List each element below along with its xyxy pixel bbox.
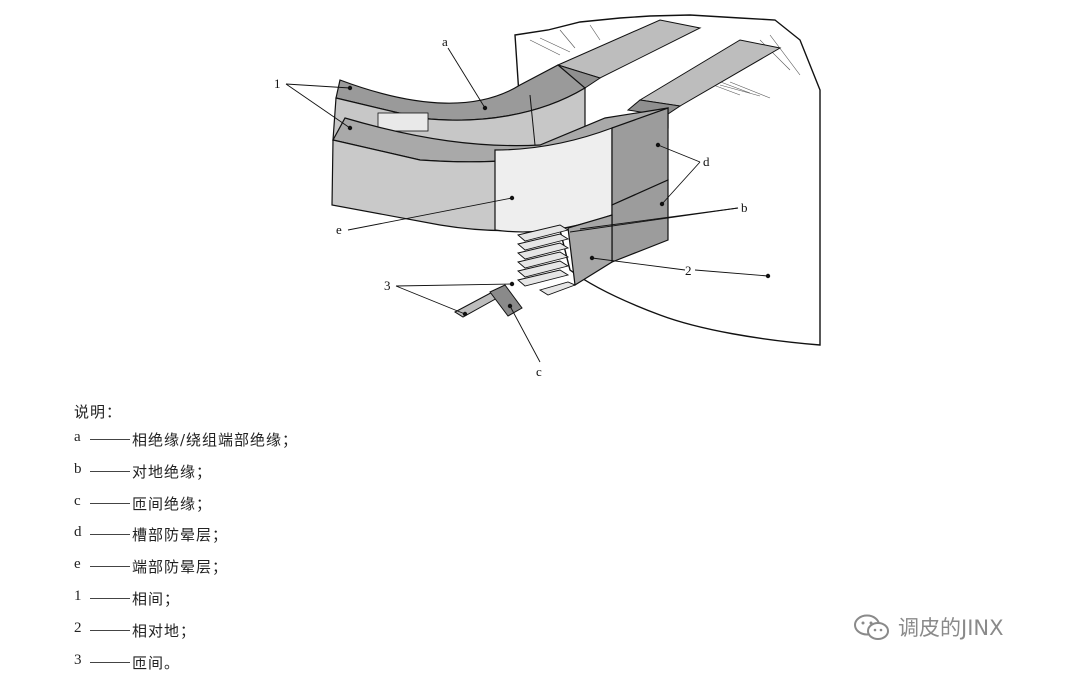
- legend-key: 1: [74, 587, 83, 604]
- legend-key: c: [74, 492, 82, 509]
- legend-text: 槽部防晕层；: [132, 526, 229, 545]
- legend-item: 2 相对地；: [74, 620, 298, 652]
- legend-text: 匝间。: [132, 653, 181, 672]
- legend-text: 匝间绝缘；: [132, 494, 213, 513]
- insulation-diagram: a 1 d b e 2 3 c: [274, 14, 821, 379]
- legend-dash: [90, 597, 130, 599]
- legend-dash: [90, 661, 130, 663]
- callout-d: d: [703, 154, 710, 169]
- legend-item: b 对地绝缘；: [74, 461, 298, 493]
- legend-dash: [90, 534, 130, 536]
- legend-dash: [90, 566, 130, 568]
- legend-dash: [90, 502, 130, 504]
- legend-key: a: [74, 429, 82, 445]
- ground-insulation-box: [567, 214, 613, 287]
- leader-lines: [285, 47, 769, 363]
- legend-text: 相绝缘/绕组端部绝缘；: [132, 431, 299, 449]
- legend-item: e 端部防晕层；: [74, 556, 298, 588]
- watermark: 调皮的JINX: [852, 612, 1003, 642]
- legend-item: c 匝间绝缘；: [74, 493, 298, 525]
- callout-a: a: [442, 34, 448, 49]
- legend-key: 3: [74, 651, 83, 668]
- legend-text: 对地绝缘；: [132, 462, 213, 481]
- upper-coil-highlight: [377, 112, 429, 132]
- callout-3: 3: [384, 278, 391, 293]
- upper-coil-seg: [529, 94, 536, 146]
- legend-item: a 相绝缘/绕组端部绝缘；: [74, 429, 298, 461]
- callout-2: 2: [685, 263, 692, 278]
- callout-c-bottom: c: [536, 364, 542, 379]
- legend-item: 1 相间；: [74, 588, 298, 620]
- wechat-icon: [854, 614, 889, 640]
- watermark-text: 调皮的JINX: [898, 616, 1004, 640]
- legend-item: 3 匝间。: [74, 652, 298, 683]
- legend-dash: [90, 629, 130, 631]
- legend-dash: [90, 439, 130, 440]
- turn-insulation-piece: [489, 284, 523, 317]
- legend-key: d: [74, 524, 83, 541]
- legend-key: b: [74, 460, 83, 477]
- legend-text: 相对地；: [132, 621, 197, 640]
- legend-list: a 相绝缘/绕组端部绝缘； b 对地绝缘； c 匝间绝缘； d 槽部防晕层； e 端部防晕…: [74, 429, 298, 683]
- callout-e: e: [336, 222, 342, 237]
- legend-title: 说明：: [74, 403, 123, 421]
- leader-dots: [347, 85, 771, 317]
- legend-text: 相间；: [132, 589, 181, 608]
- callout-b: b: [741, 200, 748, 215]
- legend-dash: [90, 470, 130, 472]
- legend-key: 2: [74, 619, 83, 636]
- legend-text: 端部防晕层；: [132, 558, 229, 577]
- legend-item: d 槽部防晕层；: [74, 524, 298, 556]
- conductor-strands: [517, 224, 577, 296]
- legend-key: e: [74, 556, 82, 573]
- callout-1: 1: [274, 76, 281, 91]
